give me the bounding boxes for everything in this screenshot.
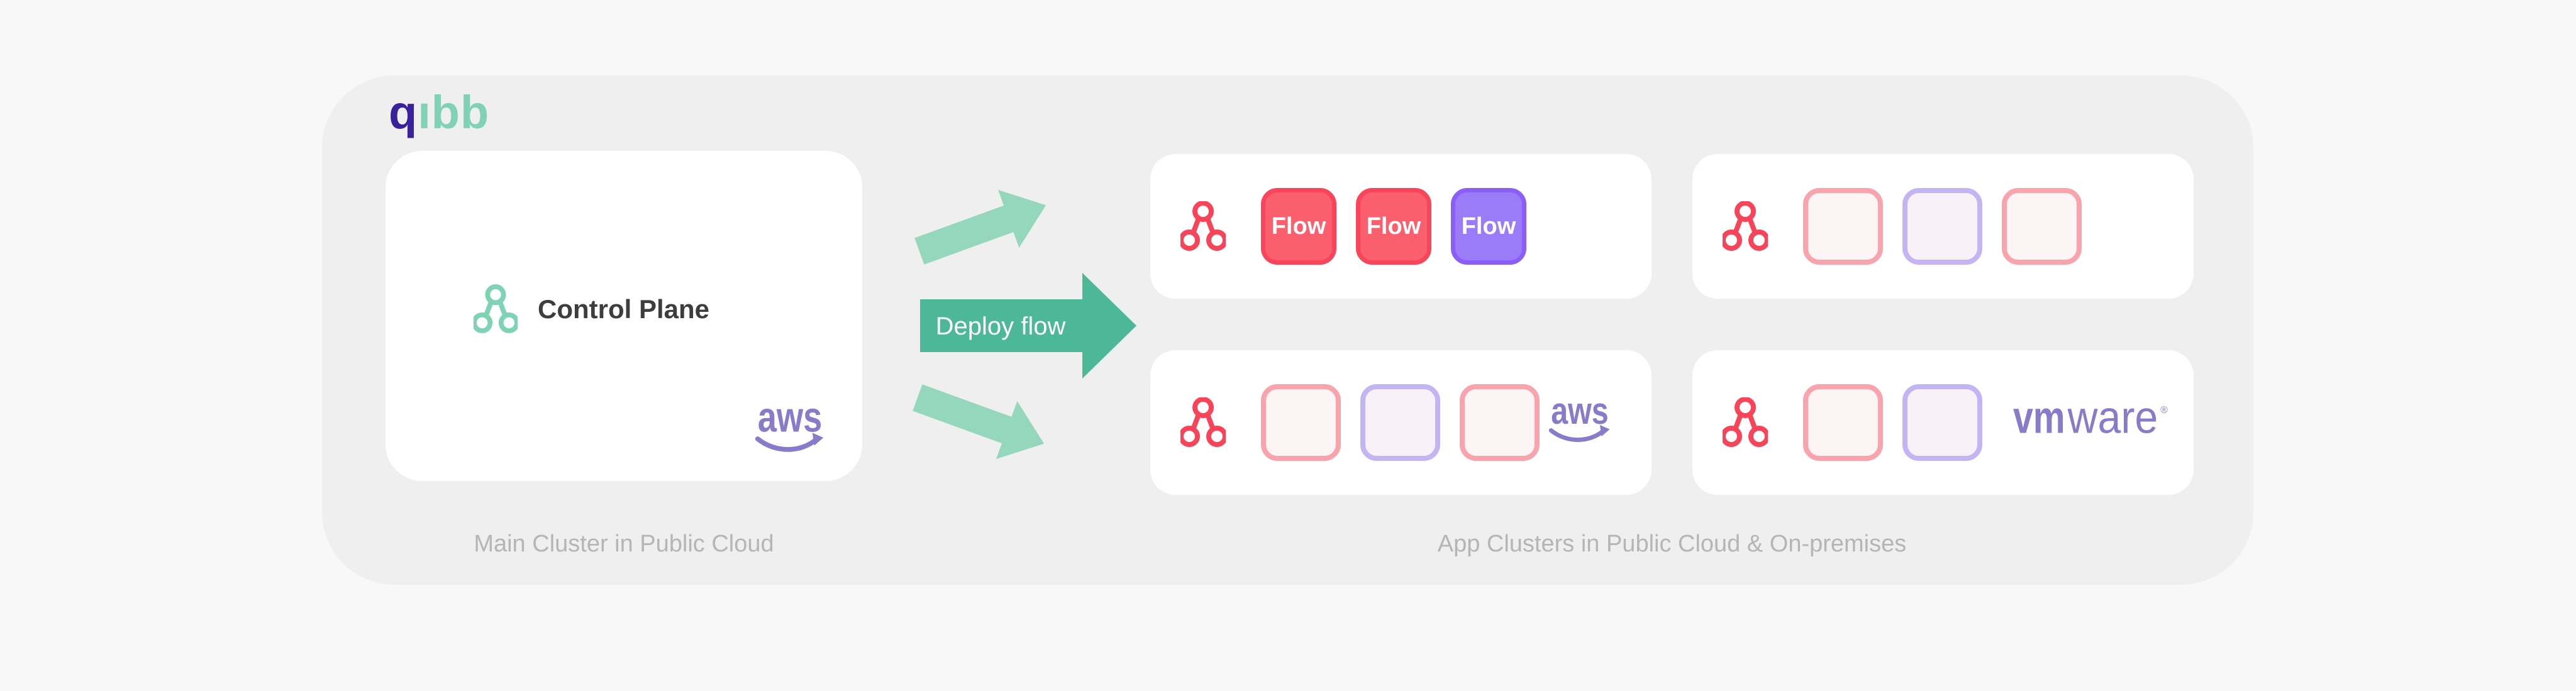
qibb-logo-q: q	[389, 86, 418, 138]
qibb-logo: qıbb	[389, 89, 489, 136]
vmware-logo-vm: vm	[2013, 403, 2065, 442]
aws-smile-arrowhead	[1599, 424, 1610, 437]
deploy-flow-arrow: Deploy flow	[920, 273, 1136, 379]
app-cluster-card-top-right	[1692, 154, 2194, 299]
aws-logo: aws	[1546, 389, 1613, 451]
control-plane-title: Control Plane	[538, 294, 710, 324]
flow-badge: Flow	[1261, 188, 1336, 265]
qibb-logo-ibb: ıbb	[418, 86, 490, 138]
deploy-flow-label: Deploy flow	[936, 312, 1066, 340]
aws-smile-curve	[1548, 428, 1606, 442]
deploy-flow-arrow-shape	[920, 273, 1136, 379]
flow-items	[1261, 350, 1540, 495]
flow-badge: Flow	[1451, 188, 1526, 265]
aws-smile-curve	[755, 436, 819, 452]
cluster-nodes-icon	[1723, 397, 1768, 447]
flow-slot	[2002, 188, 2082, 265]
flow-items	[1803, 154, 2082, 299]
app-clusters-caption: App Clusters in Public Cloud & On-premis…	[1437, 531, 1907, 557]
aws-logo: aws	[753, 394, 827, 462]
cluster-nodes-icon	[1723, 201, 1768, 251]
flow-slot	[1360, 384, 1440, 461]
aws-logo-text: aws	[1551, 397, 1608, 432]
app-cluster-card-bottom-right: vm ware ®	[1692, 350, 2194, 495]
app-cluster-card-bottom-left: aws	[1150, 350, 1652, 495]
cluster-nodes-icon	[474, 284, 518, 333]
deploy-arrow-up-icon	[914, 189, 1046, 265]
flow-badge: Flow	[1356, 188, 1431, 265]
app-cluster-card-top-left: Flow Flow Flow	[1150, 154, 1652, 299]
cluster-nodes-icon	[1180, 201, 1226, 251]
control-plane-card: Control Plane aws	[386, 151, 862, 481]
vmware-logo-ware: ware	[2067, 403, 2158, 442]
deploy-arrow-down-icon	[913, 384, 1045, 460]
vmware-logo: vm ware ®	[2013, 392, 2169, 445]
cluster-nodes-icon	[1180, 397, 1226, 447]
aws-logo-text: aws	[758, 401, 823, 441]
flow-slot	[1902, 384, 1982, 461]
flow-slot	[1902, 188, 1982, 265]
flow-slot	[1803, 188, 1883, 265]
main-cluster-caption: Main Cluster in Public Cloud	[474, 531, 774, 557]
flow-slot	[1460, 384, 1540, 461]
aws-smile-arrowhead	[812, 433, 824, 446]
flow-slot	[1261, 384, 1341, 461]
control-plane-row: Control Plane	[474, 284, 709, 334]
flow-items	[1803, 350, 1982, 495]
flow-items: Flow Flow Flow	[1261, 154, 1526, 299]
flow-slot	[1803, 384, 1883, 461]
registered-mark: ®	[2160, 405, 2168, 416]
